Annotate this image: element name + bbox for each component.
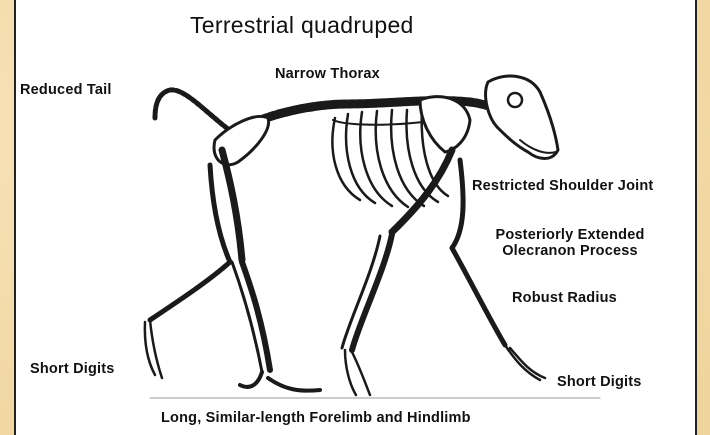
diagram-title: Terrestrial quadruped [190,12,414,39]
label-robust-radius: Robust Radius [512,290,617,306]
label-olecranon-process: Posteriorly Extended Olecranon Process [475,227,665,259]
hind-toes-left [145,320,162,378]
tibia-fibula [242,262,270,370]
scapula [420,97,470,152]
front-hand-right [505,345,545,380]
radius-ulna [352,234,392,350]
skull [486,76,558,158]
front-hand-left [345,350,370,395]
label-narrow-thorax: Narrow Thorax [275,66,380,82]
label-limbs-caption: Long, Similar-length Forelimb and Hindli… [161,410,471,426]
label-olecranon-line1: Posteriorly Extended [475,227,665,243]
label-short-digits-right: Short Digits [557,374,642,390]
label-short-digits-left: Short Digits [30,361,115,377]
label-restricted-shoulder-joint: Restricted Shoulder Joint [472,178,653,194]
tail-bones [155,90,232,132]
label-olecranon-line2: Olecranon Process [475,243,665,259]
label-reduced-tail: Reduced Tail [20,82,112,98]
hind-foot [240,372,320,391]
